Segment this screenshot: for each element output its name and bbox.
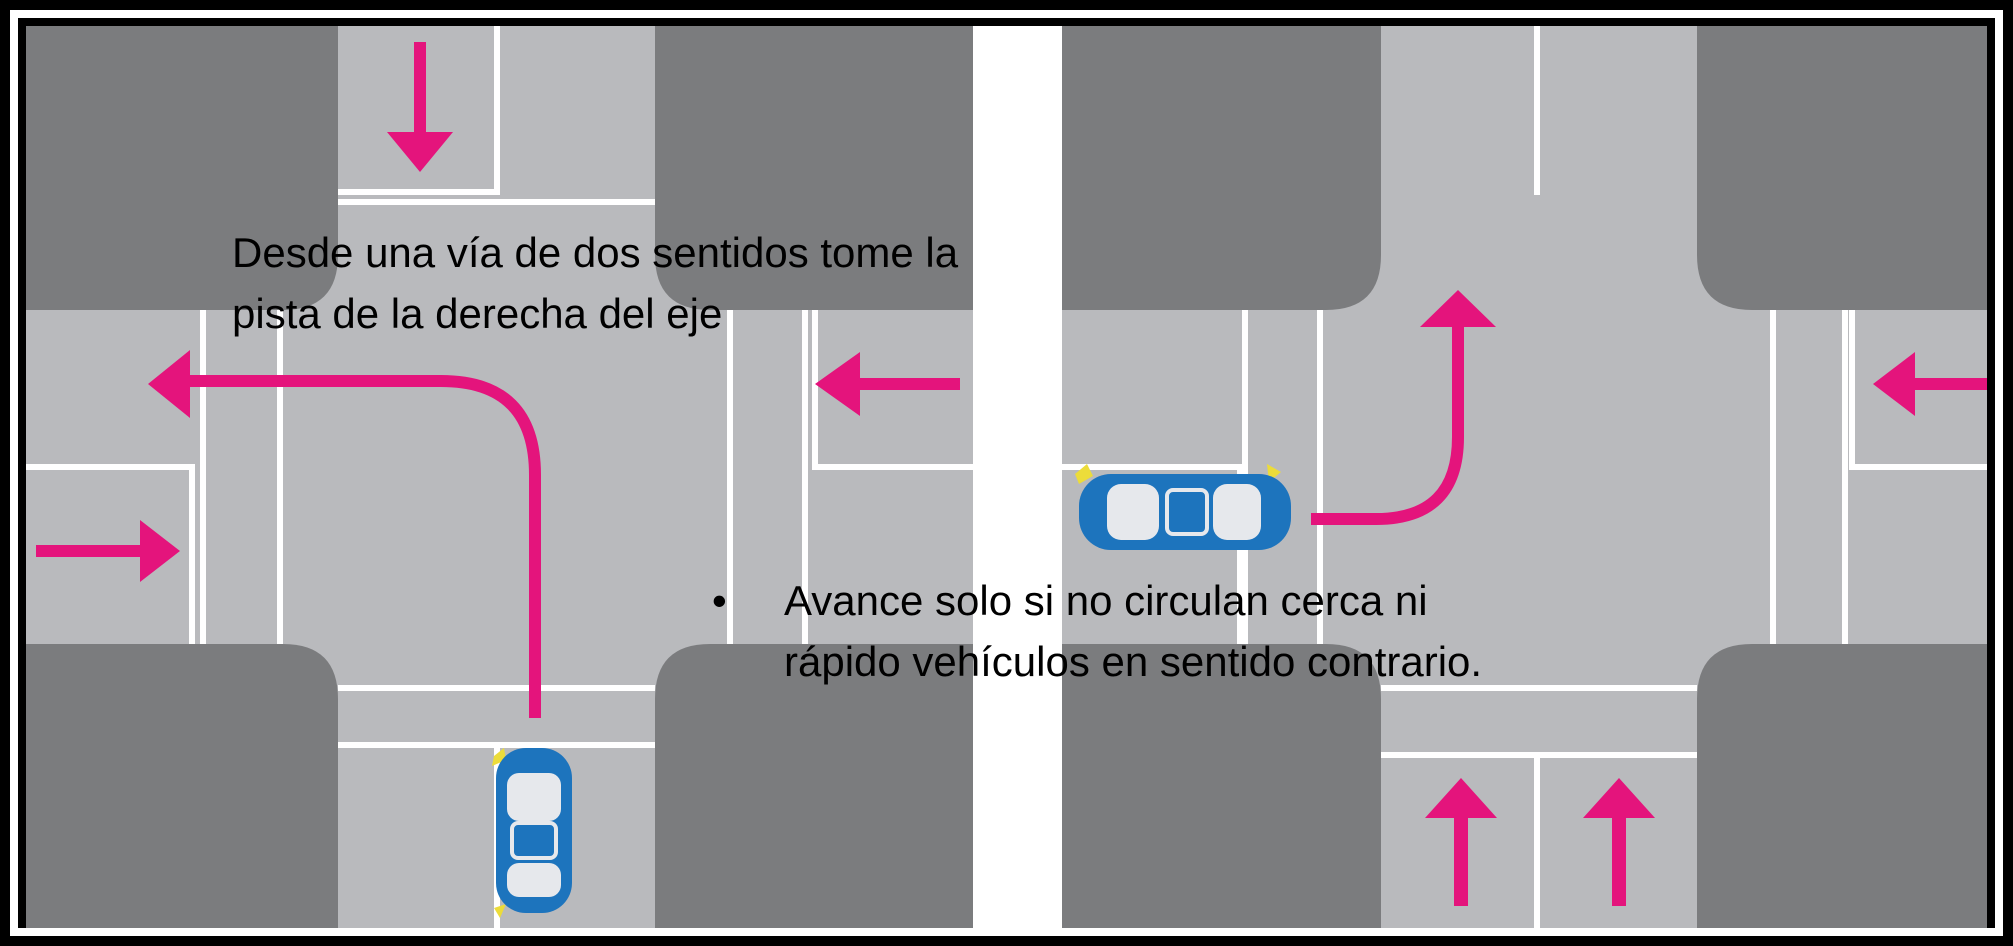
block-bottom-center-right (1062, 644, 1381, 928)
stop-line-center-left (812, 310, 973, 470)
block-bottom-left (26, 644, 338, 928)
left-turn-arrowhead-icon (148, 350, 190, 418)
left-turn-path (185, 375, 541, 718)
block-bottom-center-left (655, 644, 973, 928)
stop-line-left-top (26, 464, 195, 644)
arrow-left-icon (1873, 352, 1987, 416)
arrow-left-icon (815, 352, 960, 416)
turn-paths (185, 320, 1464, 718)
right-turn-path (1311, 320, 1464, 525)
stop-line-right (1849, 310, 1987, 470)
block-top-center-right (1062, 26, 1381, 310)
block-top-left (26, 26, 338, 310)
bullet-text-line-2: rápido vehículos en sentido contrario. (784, 638, 1483, 685)
block-top-right (1697, 26, 1987, 310)
instruction-caption-line-2: pista de la derecha del eje (232, 290, 723, 337)
block-bottom-right (1697, 644, 1987, 928)
arrow-up-icon (1425, 778, 1497, 906)
stop-line-top-left (338, 26, 500, 195)
direction-arrows (36, 42, 1987, 906)
turn-path-heads (148, 290, 1496, 418)
arrow-up-icon (1583, 778, 1655, 906)
car-east-icon (1075, 464, 1291, 550)
bullet-text: Avance solo si no circulan cerca ni rápi… (784, 570, 1482, 692)
bullet-symbol: • (712, 577, 727, 624)
arrow-down-icon (387, 42, 453, 172)
city-blocks (26, 26, 1987, 928)
block-top-center-left (655, 26, 973, 310)
lane-markings (26, 26, 1987, 928)
arrow-right-icon (36, 520, 180, 582)
instruction-caption: Desde una vía de dos sentidos tome la pi… (232, 222, 958, 344)
bullet-text-line-1: Avance solo si no circulan cerca ni (784, 577, 1428, 624)
median-strip (973, 26, 1062, 928)
stop-line-center-right (1062, 464, 1243, 644)
car-north-icon (492, 748, 572, 918)
instruction-caption-line-1: Desde una vía de dos sentidos tome la (232, 229, 959, 276)
right-turn-arrowhead-icon (1420, 290, 1496, 327)
